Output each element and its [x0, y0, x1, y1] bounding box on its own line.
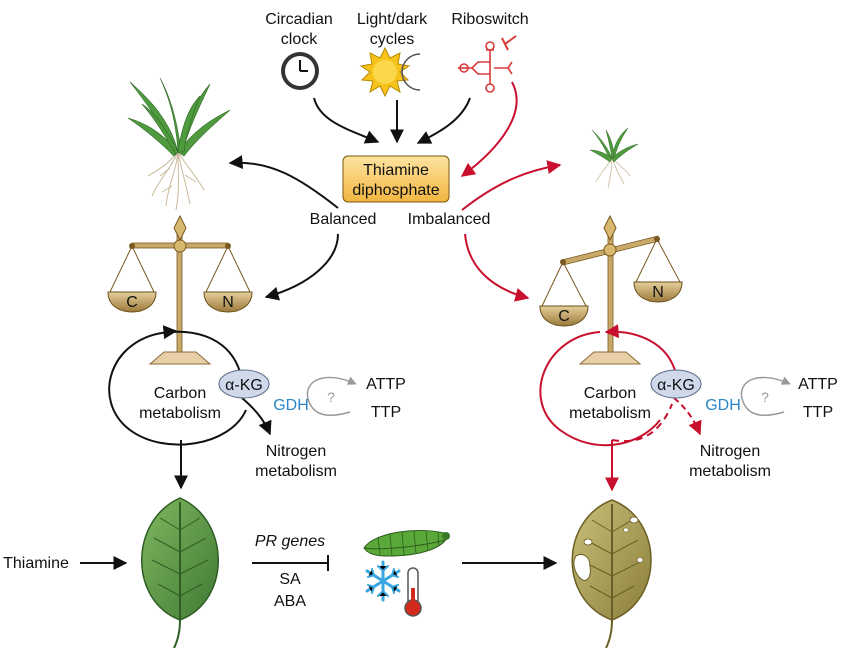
balance-scale-icon	[107, 214, 253, 365]
attp-label: ATTP	[366, 376, 406, 393]
light-dark-label-2: cycles	[370, 31, 414, 48]
nitrogen-label-r2: metabolism	[689, 463, 771, 480]
to-nitrogen-arrow	[241, 397, 272, 436]
question-mark: ?	[327, 389, 335, 405]
carbon-label-r1: Carbon	[584, 385, 636, 402]
tdp-label-1: Thiamine	[363, 162, 429, 179]
left-pan-n: N	[222, 294, 234, 311]
to-nitrogen-dashed-arrow	[673, 397, 702, 436]
gdh-label: GDH	[273, 397, 309, 414]
balanced-to-scale-arrow	[264, 233, 339, 301]
riboswitch-label: Riboswitch	[451, 11, 528, 28]
imbalanced-to-grass-arrow	[461, 160, 562, 211]
light-dark-label-1: Light/dark	[357, 11, 428, 28]
nitrogen-label-2: metabolism	[255, 463, 337, 480]
carbon-cycle-dashed	[611, 403, 673, 443]
balance-scale-icon-tilted	[539, 214, 683, 365]
alpha-kg-label-right: α-KG	[657, 377, 695, 394]
thiamine-label: Thiamine	[3, 555, 69, 572]
circadian-label-1: Circadian	[265, 11, 333, 28]
carbon-cycle-loop-red	[539, 331, 661, 447]
riboswitch-red-arrow	[460, 81, 518, 177]
tdp-label-2: diphosphate	[352, 182, 439, 199]
right-pan-n: N	[652, 284, 664, 301]
right-pan-c: C	[558, 308, 570, 325]
grass-icon	[127, 77, 231, 211]
alpha-kg-node-right	[650, 369, 702, 399]
circadian-label-2: clock	[281, 31, 318, 48]
nitrogen-label-r1: Nitrogen	[700, 443, 760, 460]
carbon-cycle-loop-red-top	[604, 324, 677, 375]
nitrogen-label-1: Nitrogen	[266, 443, 326, 460]
damaged-leaf-icon	[571, 499, 652, 649]
carbon-label-2: metabolism	[139, 405, 221, 422]
thermometer-icon	[404, 567, 422, 617]
question-mark-right: ?	[761, 389, 769, 405]
carbon-cycle-arrowhead	[162, 325, 178, 340]
left-pan-c: C	[126, 294, 138, 311]
carbon-label-r2: metabolism	[569, 405, 651, 422]
gdh-label-right: GDH	[705, 397, 741, 414]
small-grass-icon	[589, 127, 639, 189]
carbon-label-1: Carbon	[154, 385, 206, 402]
ttp-label-right: TTP	[803, 404, 833, 421]
balanced-to-grass-arrow	[228, 155, 339, 209]
attp-regulation-arrow-right	[740, 376, 791, 417]
clock-arrow	[313, 97, 380, 144]
leaf-icon	[141, 497, 219, 649]
thiamine-diphosphate-box: Thiamine diphosphate	[342, 155, 450, 203]
attp-regulation-arrow	[306, 376, 357, 417]
imbalanced-label: Imbalanced	[408, 211, 491, 228]
attp-label-right: ATTP	[798, 376, 838, 393]
carbon-cycle-loop	[108, 330, 247, 446]
sun-moon-icon	[359, 46, 421, 98]
aba-label: ABA	[274, 593, 306, 610]
alpha-kg-node	[218, 369, 270, 399]
riboswitch-icon	[458, 35, 517, 93]
snowflake-icon	[365, 560, 401, 602]
pr-genes-label: PR genes	[255, 533, 325, 550]
imbalanced-to-scale-arrow	[464, 233, 530, 302]
ttp-label: TTP	[371, 404, 401, 421]
riboswitch-arrow	[416, 97, 471, 144]
balanced-label: Balanced	[310, 211, 377, 228]
clock-icon	[281, 52, 319, 90]
sa-label: SA	[279, 571, 301, 588]
alpha-kg-label: α-KG	[225, 377, 263, 394]
caterpillar-icon	[363, 529, 450, 557]
